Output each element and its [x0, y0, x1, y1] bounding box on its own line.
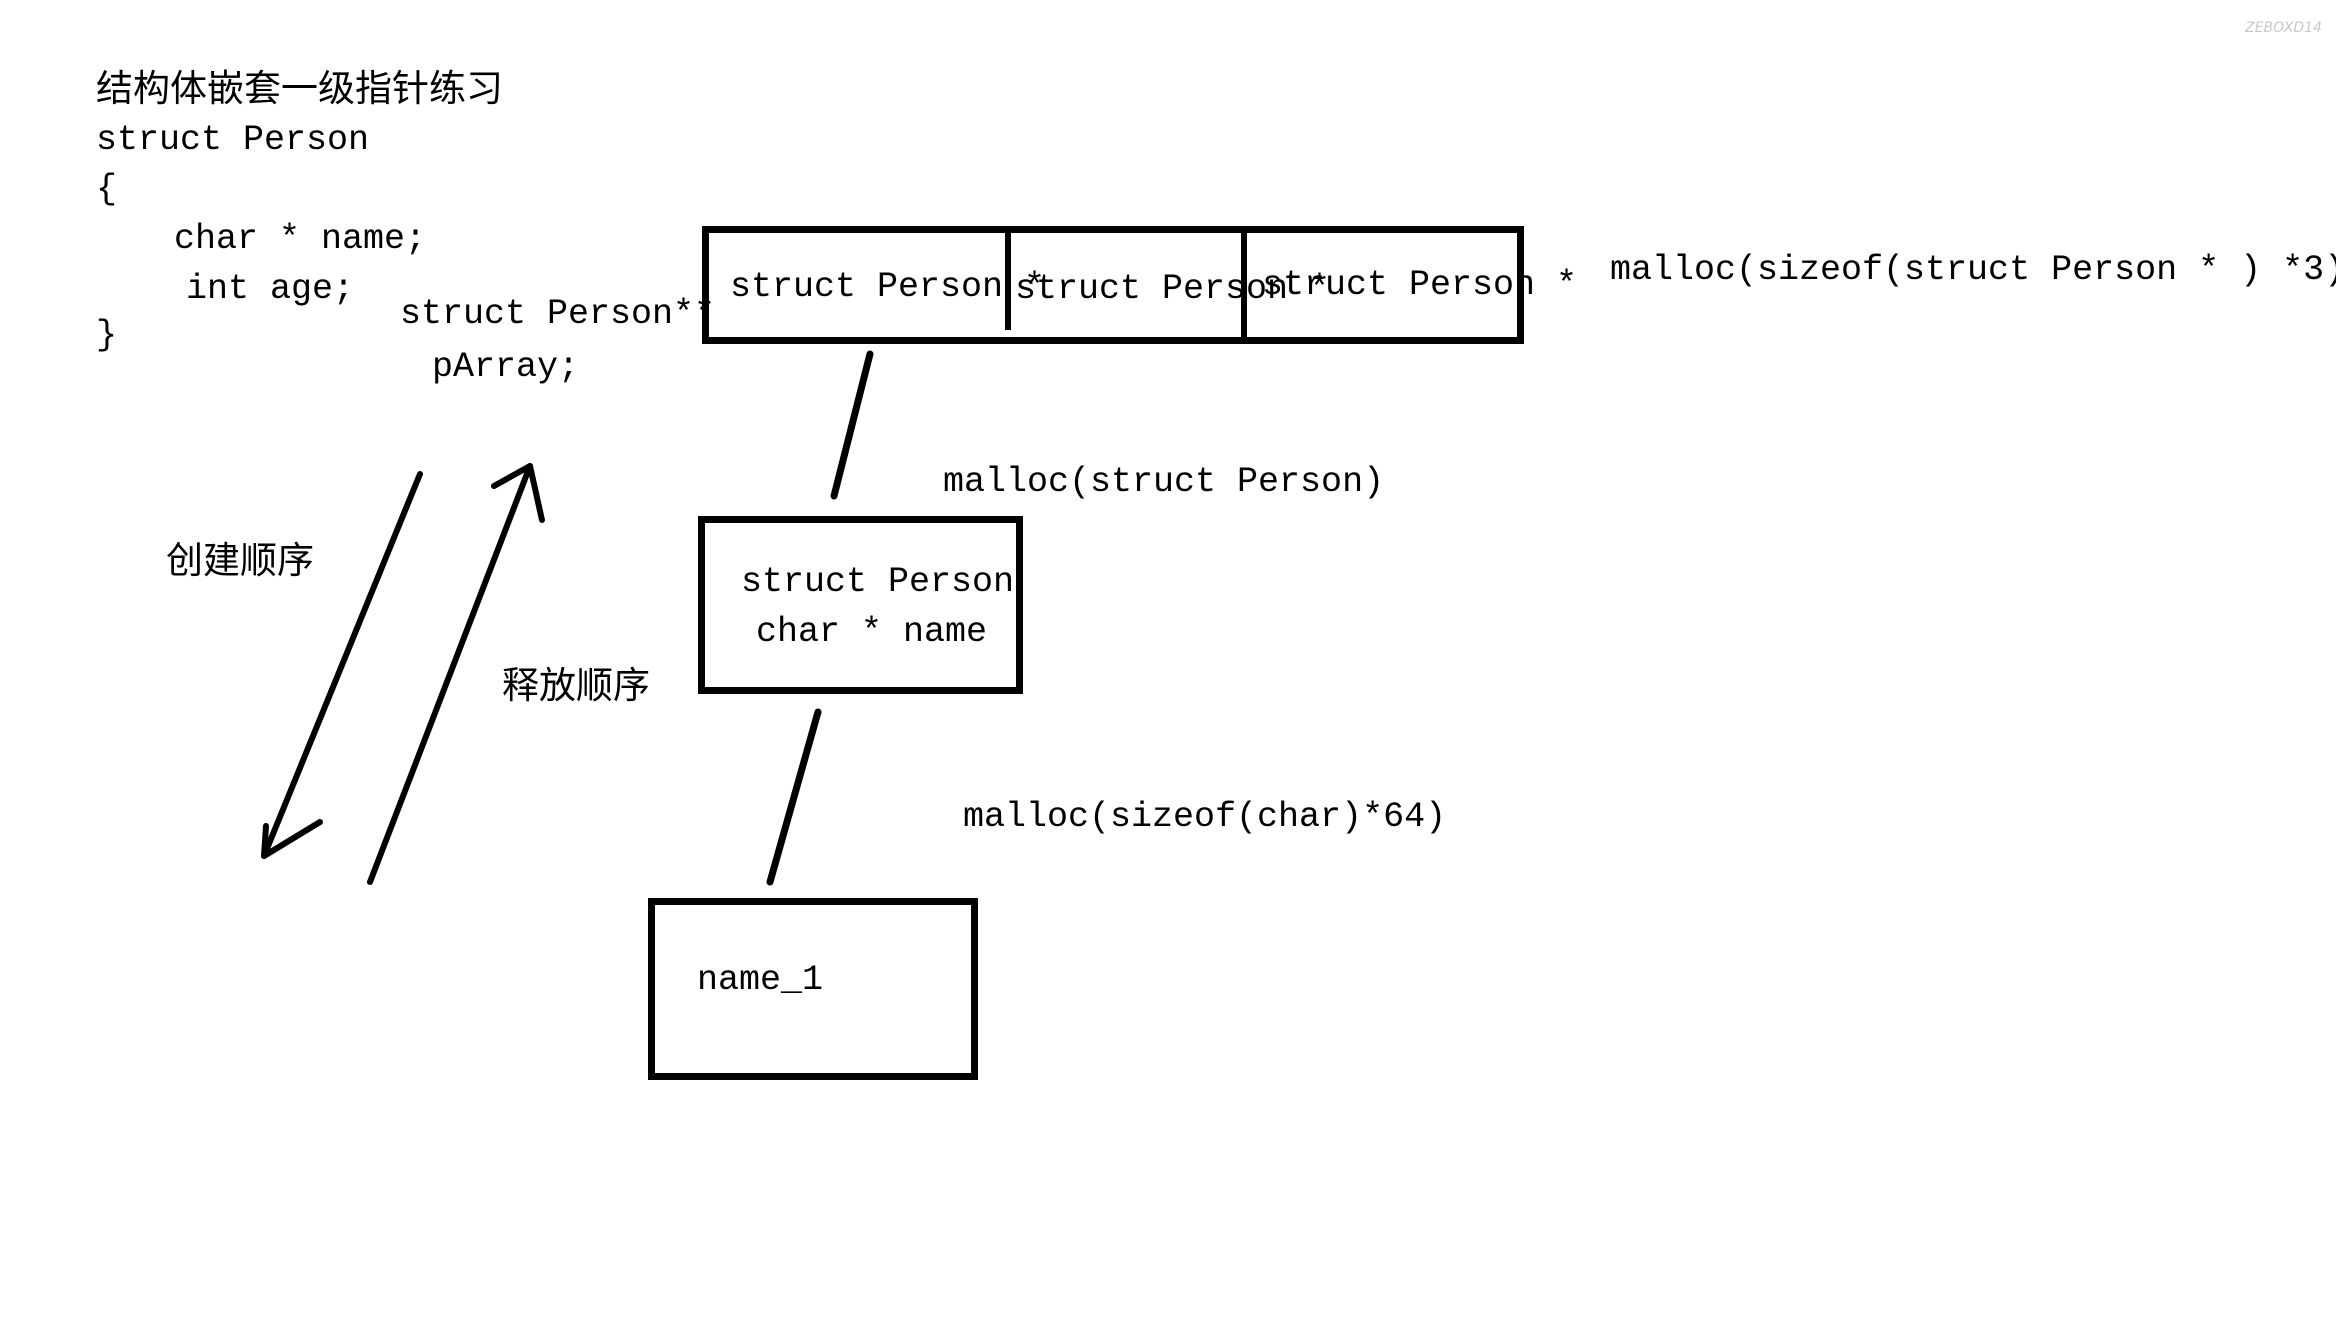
release-order-label: 释放顺序 [502, 664, 650, 707]
array-cell-1: struct Person * [730, 267, 1046, 307]
name-buffer-box [648, 898, 978, 1080]
array-cell-3: struct Person * [1262, 265, 1578, 305]
struct-box-field: char * name [756, 612, 988, 652]
pointer-decl-name: pArray; [432, 347, 580, 387]
pointer-array-box [702, 226, 1524, 344]
code-line-struct: struct Person [96, 120, 370, 160]
watermark: ZEBOXD14 [2245, 20, 2322, 36]
pointer-decl-type: struct Person** [400, 294, 716, 334]
create-order-label: 创建顺序 [166, 539, 314, 582]
code-line-age-field: int age; [186, 269, 355, 309]
code-line-name-field: char * name; [174, 219, 427, 259]
name-buffer-label: name_1 [697, 960, 824, 1000]
malloc-array-label: malloc(sizeof(struct Person * ) *3) [1610, 250, 2336, 290]
code-line-close-brace: } [96, 315, 118, 355]
struct-person-box [698, 516, 1023, 694]
malloc-name-label: malloc(sizeof(char)*64) [963, 797, 1447, 837]
page-title: 结构体嵌套一级指针练习 [96, 67, 503, 110]
connector-array-to-struct [830, 350, 874, 500]
array-cell-2: struct Person * [1015, 269, 1331, 309]
release-order-arrowhead [491, 463, 545, 523]
create-order-arrow [261, 471, 423, 859]
malloc-struct-label: malloc(struct Person) [943, 462, 1385, 502]
release-order-arrow [367, 463, 533, 885]
connector-struct-to-name [766, 708, 822, 886]
create-order-arrowhead [261, 819, 323, 859]
code-line-open-brace: { [96, 169, 118, 209]
struct-box-title: struct Person [741, 562, 1015, 602]
